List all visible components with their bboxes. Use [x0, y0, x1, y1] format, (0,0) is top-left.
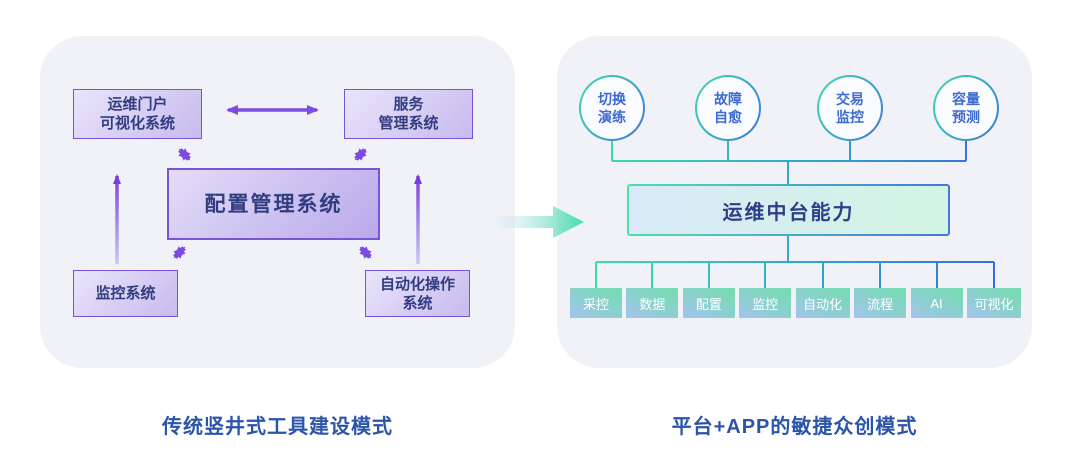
circle-transaction-monitoring: 交易 监控 — [817, 75, 883, 141]
box-automation-ops: 自动化操作 系统 — [365, 270, 470, 317]
right-panel-content: 切换 演练 故障 自愈 交易 监控 容量 预测 运维中台能力 采控 数据 配置 … — [557, 36, 1032, 368]
caption-traditional-mode: 传统竖井式工具建设模式 — [162, 416, 393, 438]
module-config: 配置 — [682, 288, 735, 318]
module-data: 数据 — [626, 288, 679, 318]
module-ai: AI — [910, 288, 963, 318]
box-ops-portal: 运维门户 可视化系统 — [73, 89, 202, 139]
module-process: 流程 — [854, 288, 907, 318]
circle-fault-self-healing: 故障 自愈 — [695, 75, 761, 141]
modules-row: 采控 数据 配置 监控 自动化 流程 AI 可视化 — [570, 288, 1021, 318]
circle-switch-drill: 切换 演练 — [579, 75, 645, 141]
circle-capacity-forecast: 容量 预测 — [933, 75, 999, 141]
module-collection-control: 采控 — [570, 288, 622, 318]
platform-capability-bar: 运维中台能力 — [627, 184, 950, 236]
module-visualization: 可视化 — [966, 288, 1021, 318]
module-monitor: 监控 — [739, 288, 792, 318]
box-monitoring: 监控系统 — [73, 270, 178, 317]
module-automation: 自动化 — [795, 288, 850, 318]
caption-platform-app-mode: 平台+APP的敏捷众创模式 — [671, 416, 918, 438]
box-config-mgmt: 配置管理系统 — [167, 168, 380, 240]
box-service-mgmt: 服务 管理系统 — [344, 89, 473, 139]
